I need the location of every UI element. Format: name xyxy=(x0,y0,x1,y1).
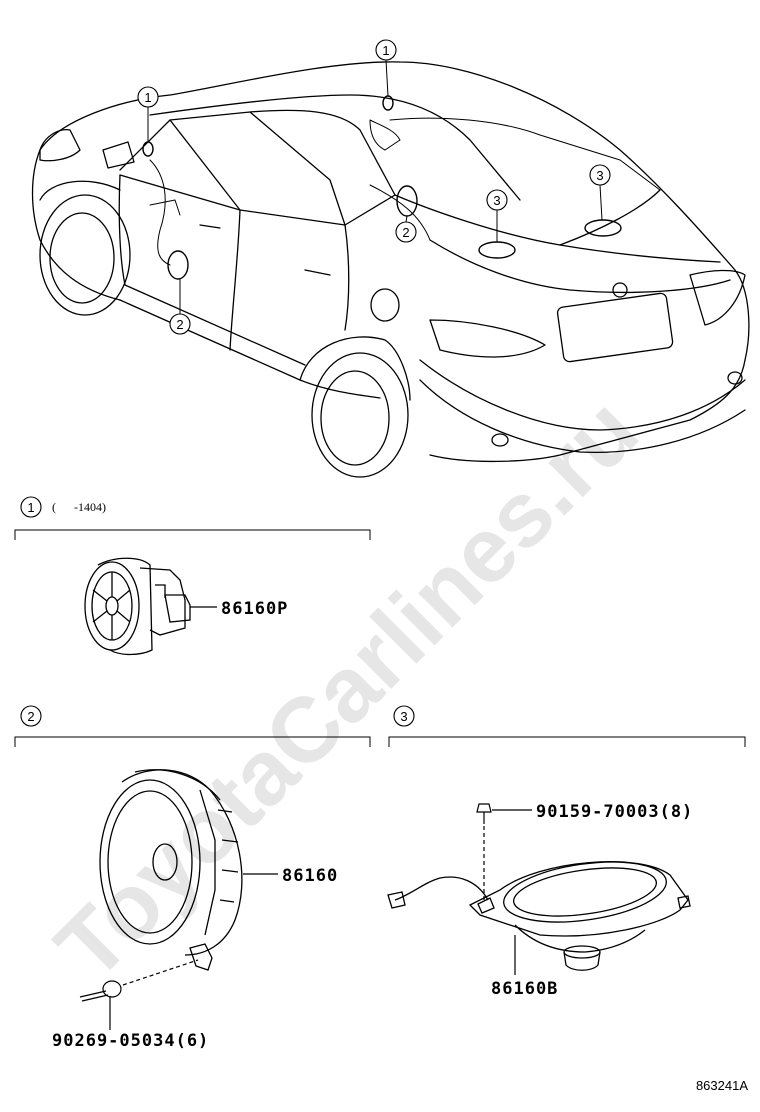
screw-90269-drawing xyxy=(79,959,199,1030)
screw-90159-drawing xyxy=(476,803,532,900)
callout-leaders xyxy=(147,59,603,314)
section-3-header: 3 xyxy=(388,705,746,747)
part-number-90159-70003: 90159-70003(8) xyxy=(536,802,693,822)
part-number-86160B: 86160B xyxy=(491,979,558,999)
car-callouts: 1 1 2 2 3 3 xyxy=(137,39,611,335)
callout-3-right: 3 xyxy=(589,164,611,186)
section-3-number: 3 xyxy=(400,709,407,724)
marker-rear-shelf-left xyxy=(478,241,516,259)
marker-front-door-speaker xyxy=(167,250,189,280)
svg-text:2: 2 xyxy=(402,225,409,240)
svg-text:2: 2 xyxy=(176,317,183,332)
callout-2-front: 2 xyxy=(169,313,191,335)
speaker-86160B-drawing xyxy=(387,861,691,971)
section-2-header: 2 xyxy=(14,705,371,747)
marker-rear-door-speaker xyxy=(396,185,418,217)
figure-id: 863241A xyxy=(696,1078,748,1093)
car-illustration xyxy=(31,61,750,478)
section-1-note: ( -1404) xyxy=(52,500,106,514)
svg-text:3: 3 xyxy=(493,193,500,208)
part-number-90269-05034: 90269-05034(6) xyxy=(52,1031,209,1051)
section-2-number: 2 xyxy=(27,709,34,724)
marker-rear-shelf-right xyxy=(584,219,622,237)
svg-text:1: 1 xyxy=(144,90,151,105)
callout-3-left: 3 xyxy=(486,189,508,211)
callout-1-front: 1 xyxy=(137,86,159,108)
callout-1-rear: 1 xyxy=(375,39,397,61)
part-number-86160P: 86160P xyxy=(221,599,288,619)
svg-text:3: 3 xyxy=(596,168,603,183)
speaker-86160-drawing xyxy=(99,769,243,971)
watermark-text: ToyotaCarlines.ru xyxy=(37,379,657,999)
marker-front-tweeter xyxy=(142,141,154,157)
car-speaker-markers xyxy=(142,95,622,280)
svg-text:1: 1 xyxy=(382,43,389,58)
section-1-number: 1 xyxy=(27,500,34,515)
part-number-86160: 86160 xyxy=(282,866,338,886)
section-1-header: 1 ( -1404) xyxy=(14,496,371,540)
callout-2-rear: 2 xyxy=(395,221,417,243)
tweeter-86160P-drawing xyxy=(84,557,191,656)
